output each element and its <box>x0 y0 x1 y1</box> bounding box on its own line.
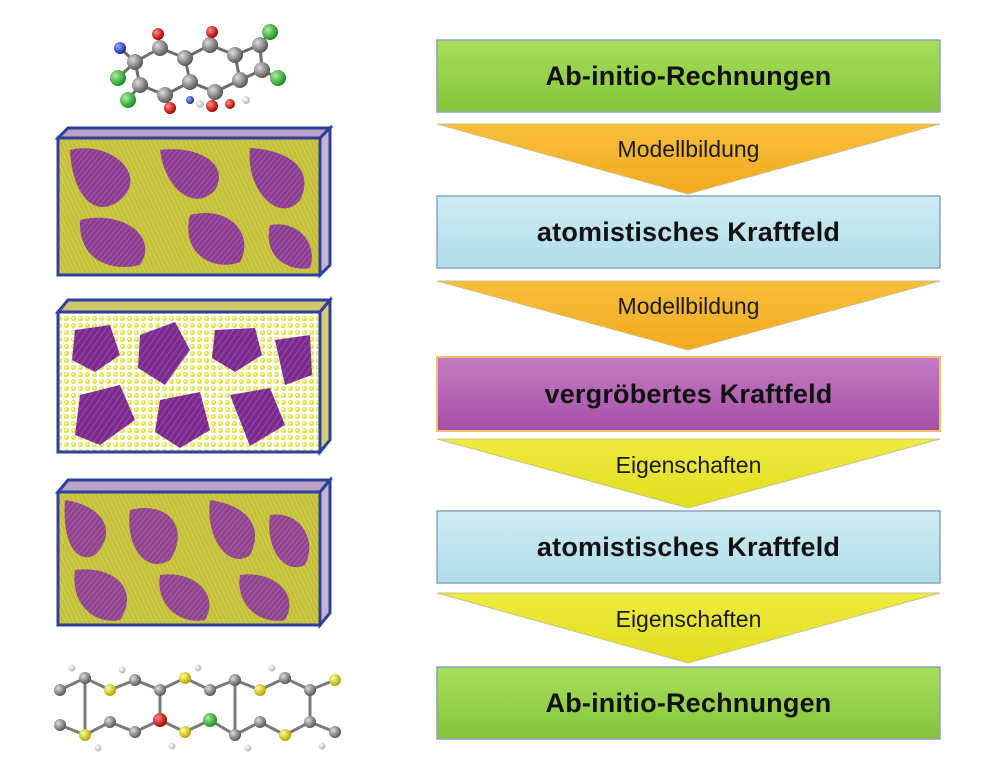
box-ab-initio-bottom-label: Ab-initio-Rechnungen <box>545 687 832 718</box>
arrow-2-shape <box>436 280 941 351</box>
arrow-1-shape <box>436 123 941 195</box>
box-atomistic-1-label: atomistisches Kraftfeld <box>536 216 841 247</box>
box-4-shape <box>436 510 941 584</box>
arrow-eigenschaften-2-label: Eigenschaften <box>615 606 762 632</box>
box-ab-initio-top: Ab-initio-Rechnungen <box>437 40 940 112</box>
box-atomistic-2-label: atomistisches Kraftfeld <box>536 531 841 562</box>
box-coarse-grained-label: vergröbertes Kraftfeld <box>544 378 833 409</box>
box-1-shape <box>436 39 941 113</box>
arrow-modellbildung-1: Modellbildung <box>437 136 940 163</box>
arrow-eigenschaften-1: Eigenschaften <box>437 452 940 479</box>
box-coarse-grained: vergröbertes Kraftfeld <box>437 357 940 431</box>
arrow-3-shape <box>436 438 941 509</box>
box-atomistic-2: atomistisches Kraftfeld <box>437 511 940 583</box>
arrow-modellbildung-1-label: Modellbildung <box>617 136 760 162</box>
simulation-box-2 <box>54 295 334 457</box>
box-2-shape <box>436 195 941 269</box>
bottom-molecule <box>54 664 341 752</box>
simulation-box-1 <box>54 124 334 279</box>
box-atomistic-1: atomistisches Kraftfeld <box>437 196 940 268</box>
simulation-box-3 <box>54 475 334 630</box>
arrow-modellbildung-2-label: Modellbildung <box>617 293 760 319</box>
arrow-eigenschaften-1-label: Eigenschaften <box>615 452 762 478</box>
arrow-modellbildung-2: Modellbildung <box>437 293 940 320</box>
box-ab-initio-bottom: Ab-initio-Rechnungen <box>437 667 940 739</box>
box-ab-initio-top-label: Ab-initio-Rechnungen <box>545 60 832 91</box>
box-3-shape <box>436 356 941 432</box>
top-molecule <box>110 24 286 114</box>
arrow-4-shape <box>436 592 941 664</box>
box-5-shape <box>436 666 941 740</box>
arrow-eigenschaften-2: Eigenschaften <box>437 606 940 633</box>
